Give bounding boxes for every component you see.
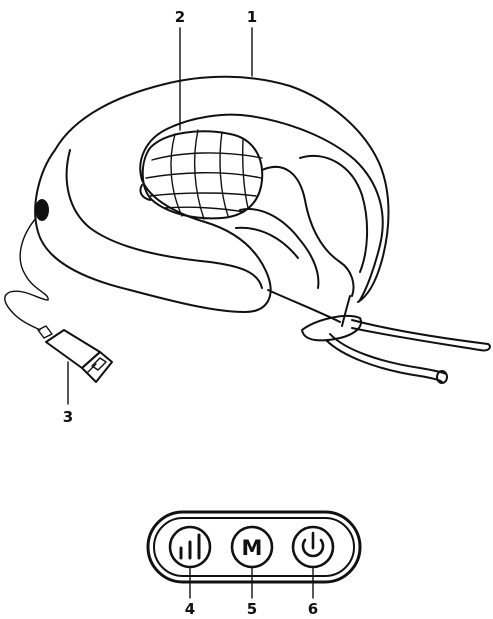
power-button[interactable] bbox=[293, 527, 333, 567]
mode-button-label: M bbox=[242, 536, 263, 560]
callout-1: 1 bbox=[247, 8, 257, 26]
power-icon bbox=[303, 533, 323, 556]
usb-cable bbox=[5, 218, 48, 330]
side-connector-port bbox=[35, 199, 49, 221]
massage-head bbox=[140, 130, 262, 219]
usb-plug bbox=[38, 326, 112, 382]
drawstring-cord bbox=[268, 290, 490, 383]
callout-6: 6 bbox=[308, 600, 318, 618]
callout-3: 3 bbox=[63, 408, 73, 426]
intensity-button[interactable] bbox=[170, 527, 210, 567]
callout-4: 4 bbox=[185, 600, 195, 618]
callout-5: 5 bbox=[247, 600, 257, 618]
neck-pillow-body bbox=[35, 77, 388, 312]
mode-button[interactable]: M bbox=[232, 527, 272, 567]
callout-2: 2 bbox=[175, 8, 185, 26]
intensity-icon bbox=[181, 535, 199, 558]
